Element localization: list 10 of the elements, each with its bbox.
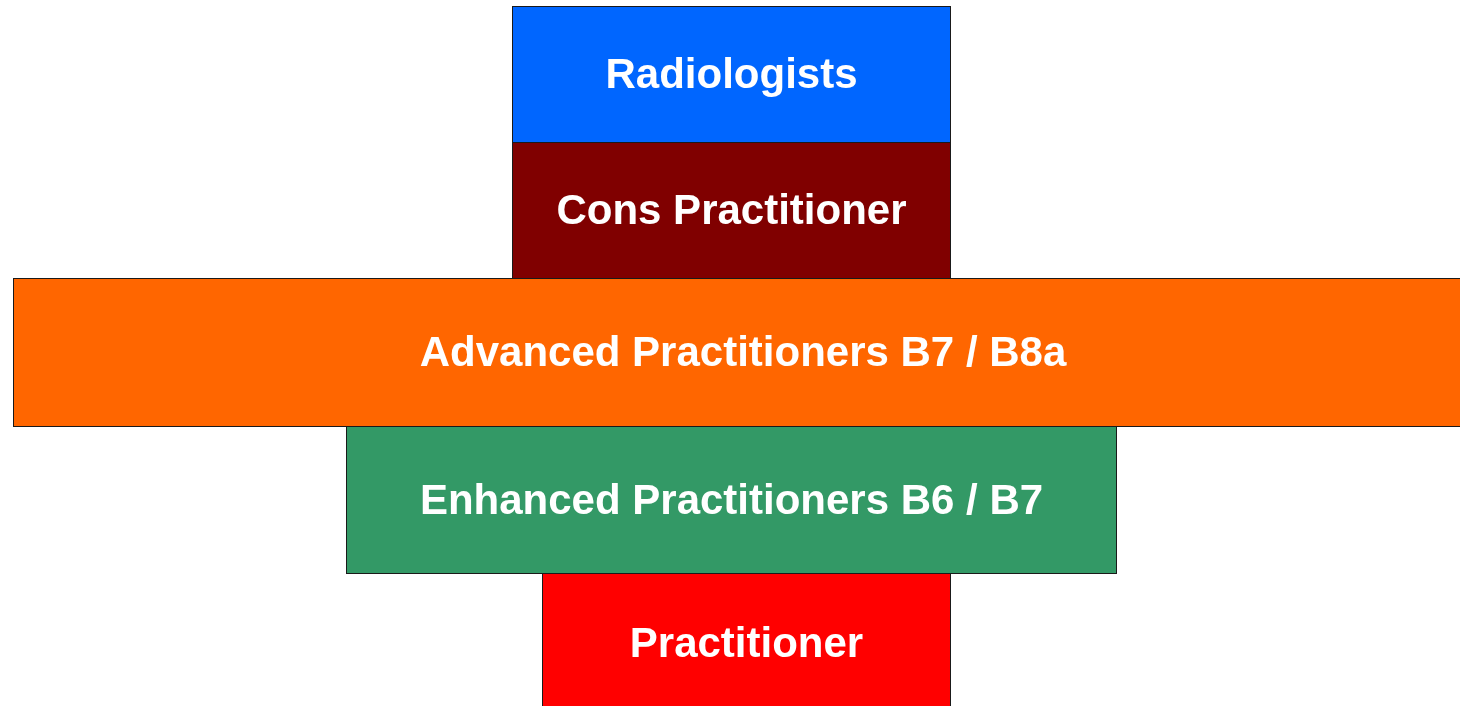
level-label: Enhanced Practitioners B6 / B7	[419, 475, 1044, 525]
level-box	[13, 278, 1460, 427]
level-box	[346, 426, 1117, 574]
level-box	[512, 142, 951, 279]
level-label: Cons Practitioner	[556, 186, 907, 235]
level-label: Advanced Practitioners B7 / B8a	[419, 328, 1067, 377]
level-label: Practitioner	[629, 618, 864, 668]
level-box	[512, 6, 951, 143]
level-box	[542, 573, 951, 706]
level-label: Radiologists	[605, 50, 858, 99]
